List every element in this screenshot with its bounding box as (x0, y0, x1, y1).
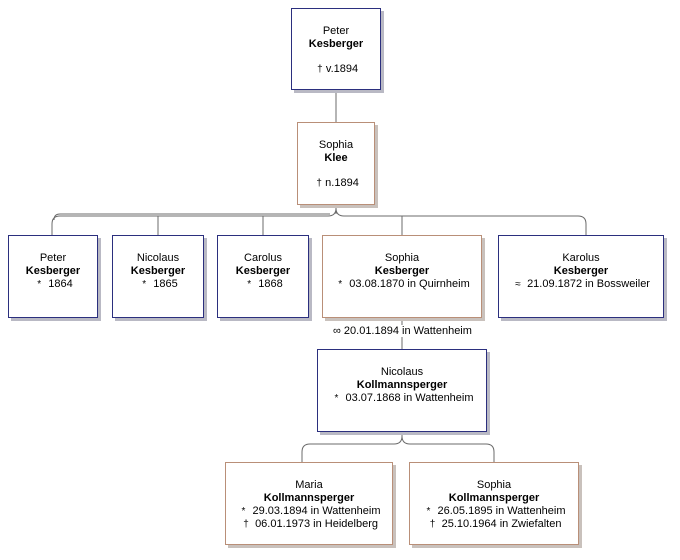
birth-icon: * (241, 506, 246, 517)
baptism-event: ≈ 21.09.1872 in Bossweiler (499, 278, 663, 291)
surname: Klee (324, 152, 348, 164)
person-sophia-kollmannsperger[interactable]: Sophia Kollmannsperger * 26.05.1895 in W… (409, 462, 579, 545)
death-event: †v.1894 (292, 63, 380, 76)
birth-icon: * (426, 506, 431, 517)
surname: Kesberger (25, 265, 81, 277)
death-event: † 25.10.1964 in Zwiefalten (410, 518, 578, 531)
surname: Kesberger (130, 265, 186, 277)
birth-icon: * (37, 279, 42, 290)
given-name: Sophia (384, 252, 420, 264)
surname: Kollmannsperger (356, 379, 448, 391)
person-peter-kesberger-sr[interactable]: Peter Kesberger †v.1894 (291, 8, 381, 90)
marriage-icon: ∞ (333, 325, 341, 337)
person-nicolaus-kesberger[interactable]: Nicolaus Kesberger * 1865 (112, 235, 204, 318)
death-event: †n.1894 (298, 177, 374, 190)
person-maria-kollmannsperger[interactable]: Maria Kollmannsperger * 29.03.1894 in Wa… (225, 462, 393, 545)
birth-icon: * (142, 279, 147, 290)
given-name: Peter (322, 25, 350, 37)
given-name: Peter (39, 252, 67, 264)
person-sophia-kesberger[interactable]: Sophia Kesberger * 03.08.1870 in Quirnhe… (322, 235, 482, 318)
birth-event: * 29.03.1894 in Wattenheim (226, 505, 392, 518)
person-nicolaus-kollmannsperger[interactable]: Nicolaus Kollmannsperger * 03.07.1868 in… (317, 349, 487, 432)
surname: Kollmannsperger (448, 492, 540, 504)
death-event: † 06.01.1973 in Heidelberg (226, 518, 392, 531)
birth-event: * 1868 (218, 278, 308, 291)
birth-event: * 1864 (9, 278, 97, 291)
given-name: Nicolaus (136, 252, 180, 264)
death-icon: † (429, 519, 436, 530)
given-name: Karolus (562, 252, 600, 264)
birth-event: * 1865 (113, 278, 203, 291)
birth-icon: * (338, 279, 343, 290)
death-icon: † (316, 178, 322, 189)
given-name: Carolus (244, 252, 282, 264)
surname: Kesberger (374, 265, 430, 277)
birth-icon: * (334, 393, 339, 404)
marriage-label: ∞ 20.01.1894 in Wattenheim (331, 325, 474, 337)
birth-event: * 03.08.1870 in Quirnheim (323, 278, 481, 291)
given-name: Sophia (476, 479, 512, 491)
person-peter-kesberger[interactable]: Peter Kesberger * 1864 (8, 235, 98, 318)
surname: Kesberger (308, 38, 364, 50)
person-sophia-klee[interactable]: Sophia Klee †n.1894 (297, 122, 375, 205)
birth-event: * 26.05.1895 in Wattenheim (410, 505, 578, 518)
birth-icon: * (247, 279, 252, 290)
person-karolus-kesberger[interactable]: Karolus Kesberger ≈ 21.09.1872 in Bosswe… (498, 235, 664, 318)
birth-event: * 03.07.1868 in Wattenheim (318, 392, 486, 405)
death-icon: † (317, 64, 323, 75)
given-name: Nicolaus (380, 366, 424, 378)
person-carolus-kesberger[interactable]: Carolus Kesberger * 1868 (217, 235, 309, 318)
marriage-date: 20.01.1894 in Wattenheim (343, 325, 472, 337)
baptism-icon: ≈ (515, 279, 521, 290)
given-name: Sophia (318, 139, 354, 151)
surname: Kollmannsperger (263, 492, 355, 504)
surname: Kesberger (235, 265, 291, 277)
given-name: Maria (295, 479, 323, 491)
surname: Kesberger (553, 265, 609, 277)
death-icon: † (243, 519, 249, 530)
